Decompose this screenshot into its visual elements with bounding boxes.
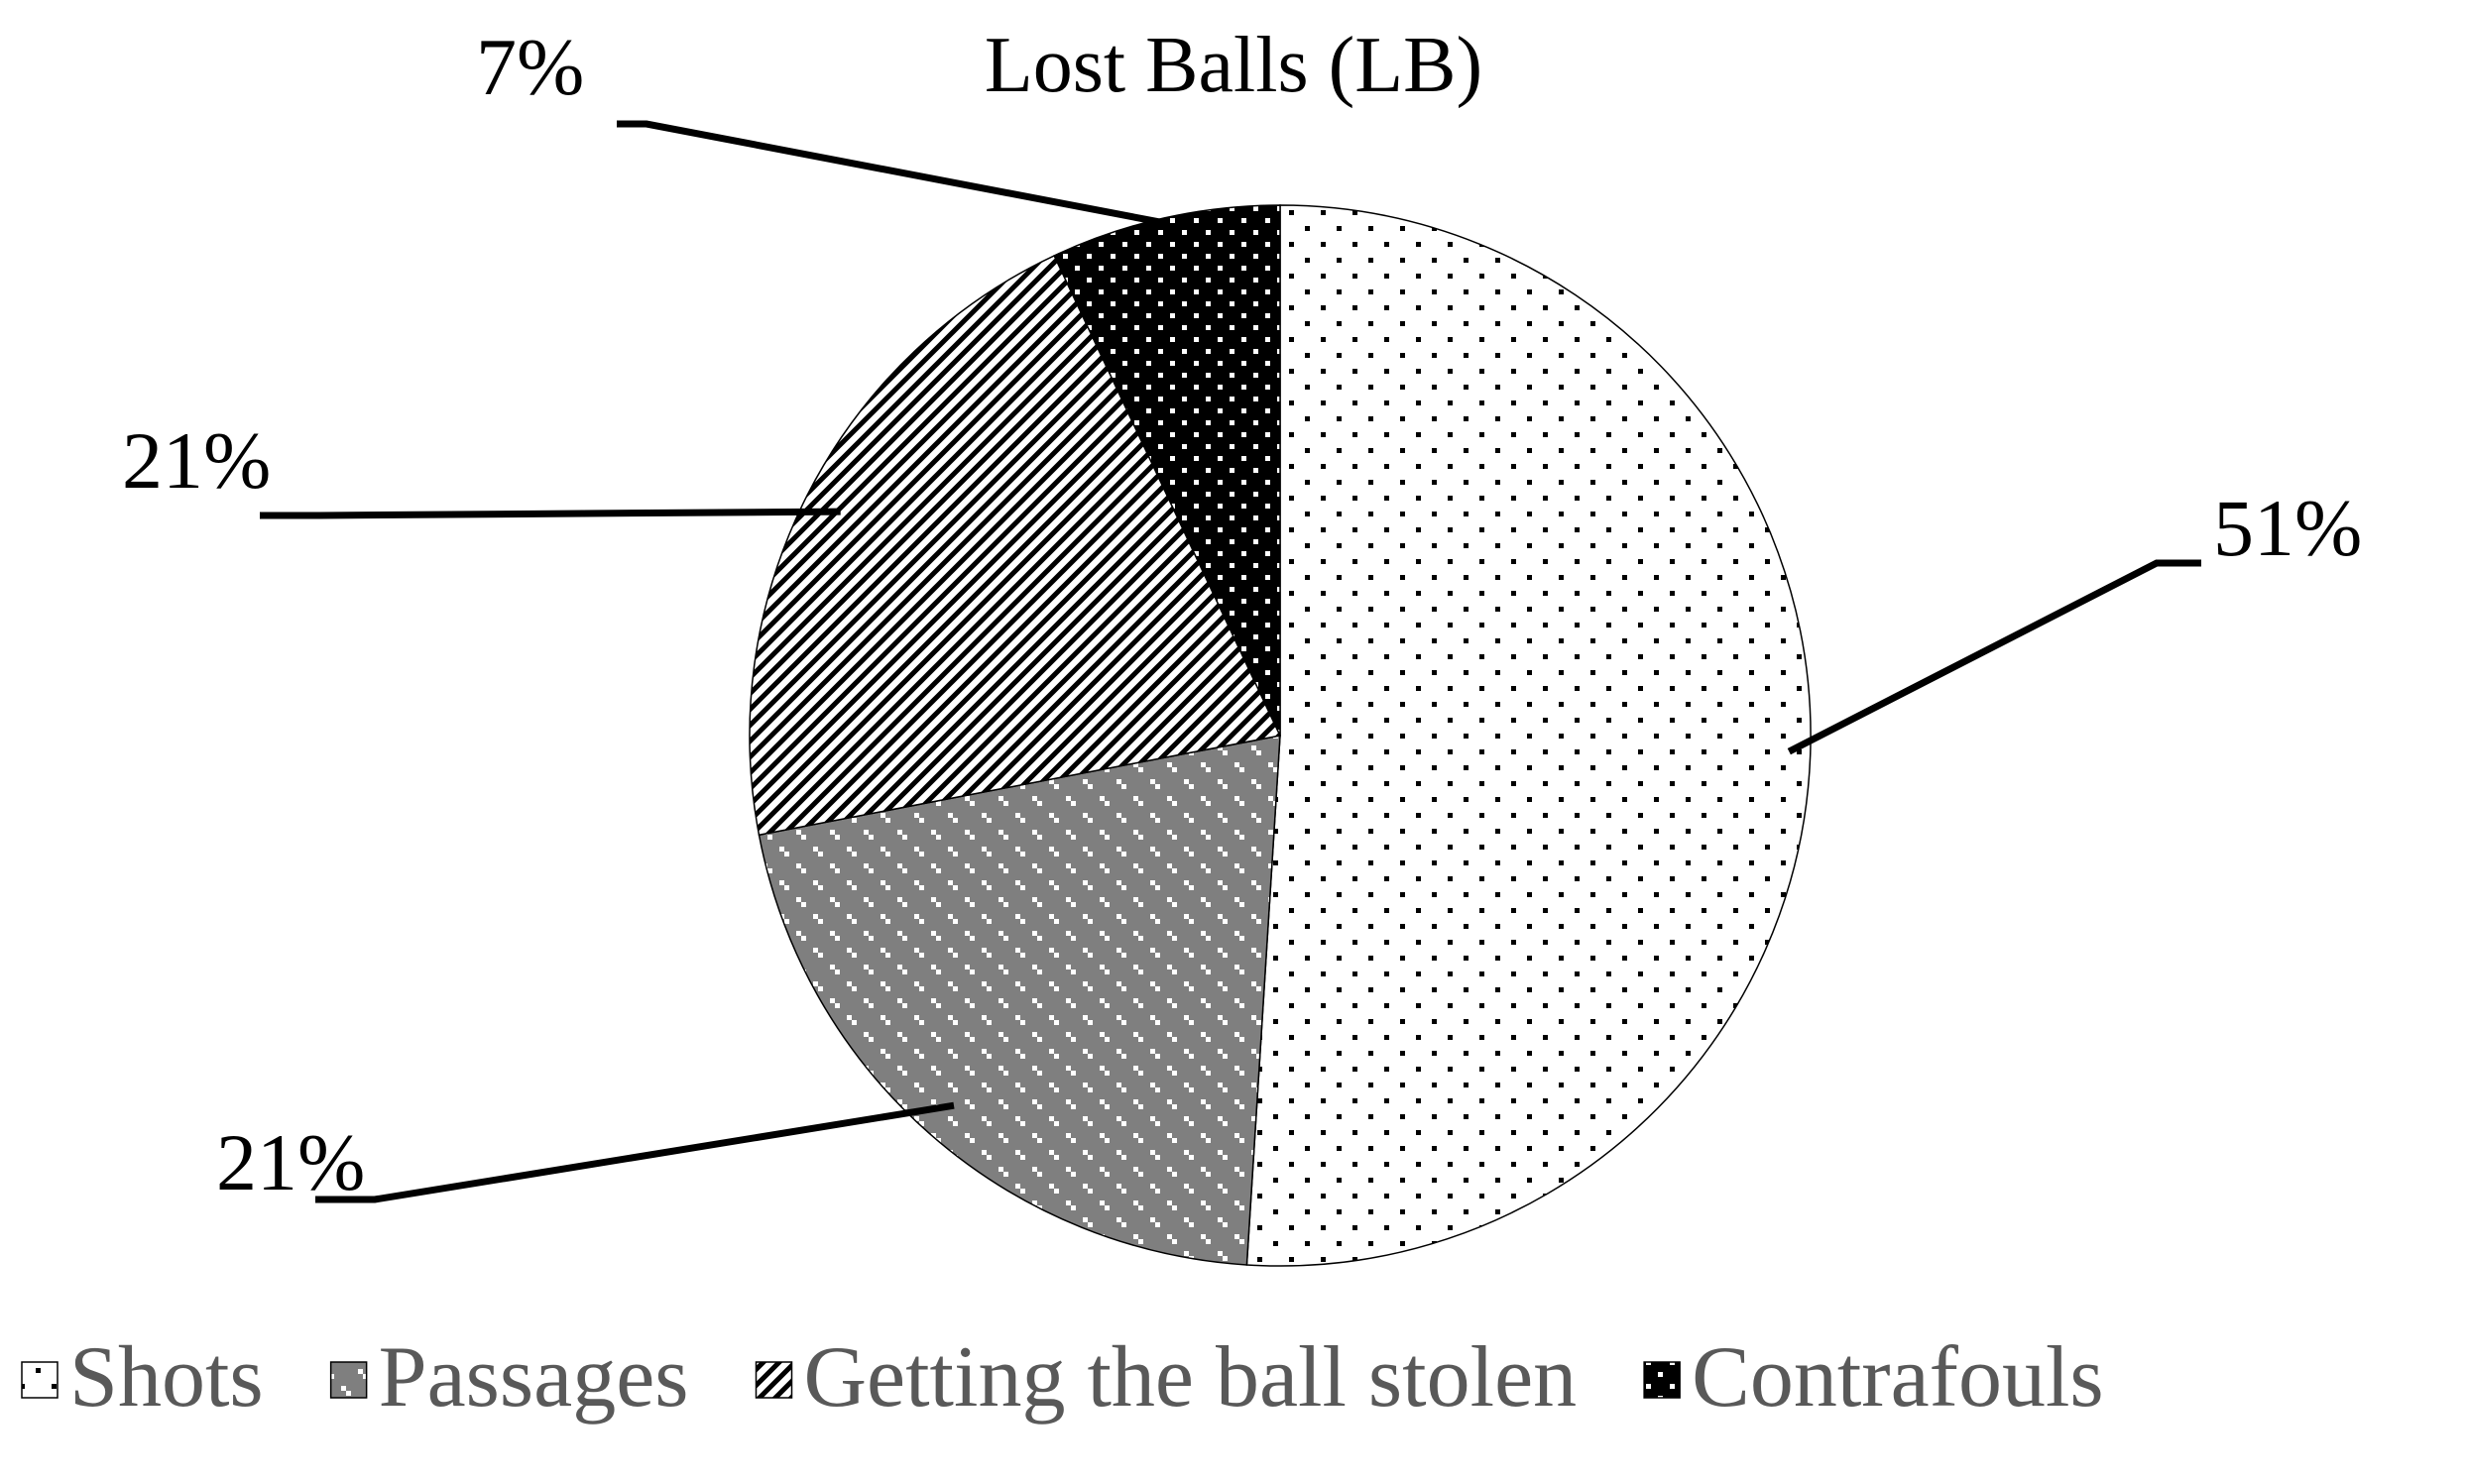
data-label-passages: 21% [216,1117,365,1207]
legend: Shots Passages Getting the ball stolen Cont… [21,1329,2104,1426]
data-labels: 51% 21% 21% 7% [122,22,2362,1207]
legend-label-passages: Passages [379,1329,689,1426]
leader-line-shots [1787,559,2201,755]
data-label-getting-the-ball-stolen: 21% [122,415,271,506]
pie-slice-getting-the-ball-stolen [749,254,1282,837]
legend-item-shots: Shots [21,1329,264,1426]
legend-swatch-contrafouls [1643,1361,1681,1399]
pie-slice-passages [758,735,1281,1266]
pie-slice-contrafouls [1053,204,1281,737]
leader-line-contrafouls [617,120,1167,227]
legend-swatch-getting-the-ball-stolen [755,1361,793,1399]
legend-item-getting-the-ball-stolen: Getting the ball stolen [755,1329,1578,1426]
legend-swatch-shots [21,1361,59,1399]
legend-swatch-passages [329,1361,368,1399]
leader-line-getting-the-ball-stolen [260,508,841,519]
legend-item-contrafouls: Contrafouls [1643,1329,2104,1426]
legend-label-shots: Shots [69,1329,264,1426]
legend-item-passages: Passages [329,1329,689,1426]
legend-label-contrafouls: Contrafouls [1692,1329,2104,1426]
chart-title: Lost Balls (LB) [985,22,1482,109]
pie-slice-shots [1245,204,1812,1267]
data-label-contrafouls: 7% [476,22,584,112]
leader-lines [260,120,2201,1203]
data-label-shots: 51% [2213,483,2362,573]
legend-label-getting-the-ball-stolen: Getting the ball stolen [804,1329,1578,1426]
pie-slices [749,204,1812,1267]
leader-line-passages [315,1101,955,1203]
